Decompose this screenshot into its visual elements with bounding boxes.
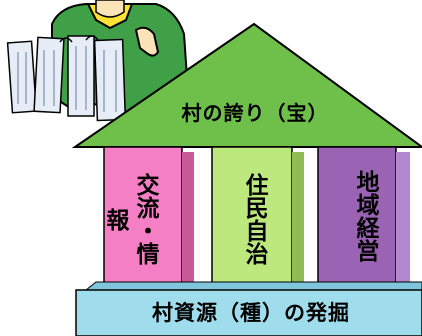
pillar-1 [103, 146, 194, 291]
roof-label: 村の誇り（宝） [181, 101, 329, 125]
foundation-slab [75, 289, 422, 336]
foundation-top [84, 281, 422, 291]
pillar-label-self-government: 住民自治 [241, 173, 267, 265]
person-figure [6, 0, 190, 122]
paper-sheet [33, 36, 65, 114]
person-neck [95, 0, 125, 18]
paper-sheet [67, 35, 95, 117]
pillar-label-exchange: 交流・情報 [102, 173, 158, 265]
foundation-label: 村資源（種）の発掘 [152, 301, 350, 325]
person-hand [134, 26, 160, 57]
paper-sheet [93, 38, 127, 122]
pillar-2 [211, 146, 304, 291]
document-stack [6, 35, 127, 122]
person-fingers [59, 35, 99, 43]
pillar-3 [317, 146, 410, 291]
paper-sheet [6, 40, 38, 114]
pillar-label-regional-management: 地域経営 [352, 170, 378, 262]
